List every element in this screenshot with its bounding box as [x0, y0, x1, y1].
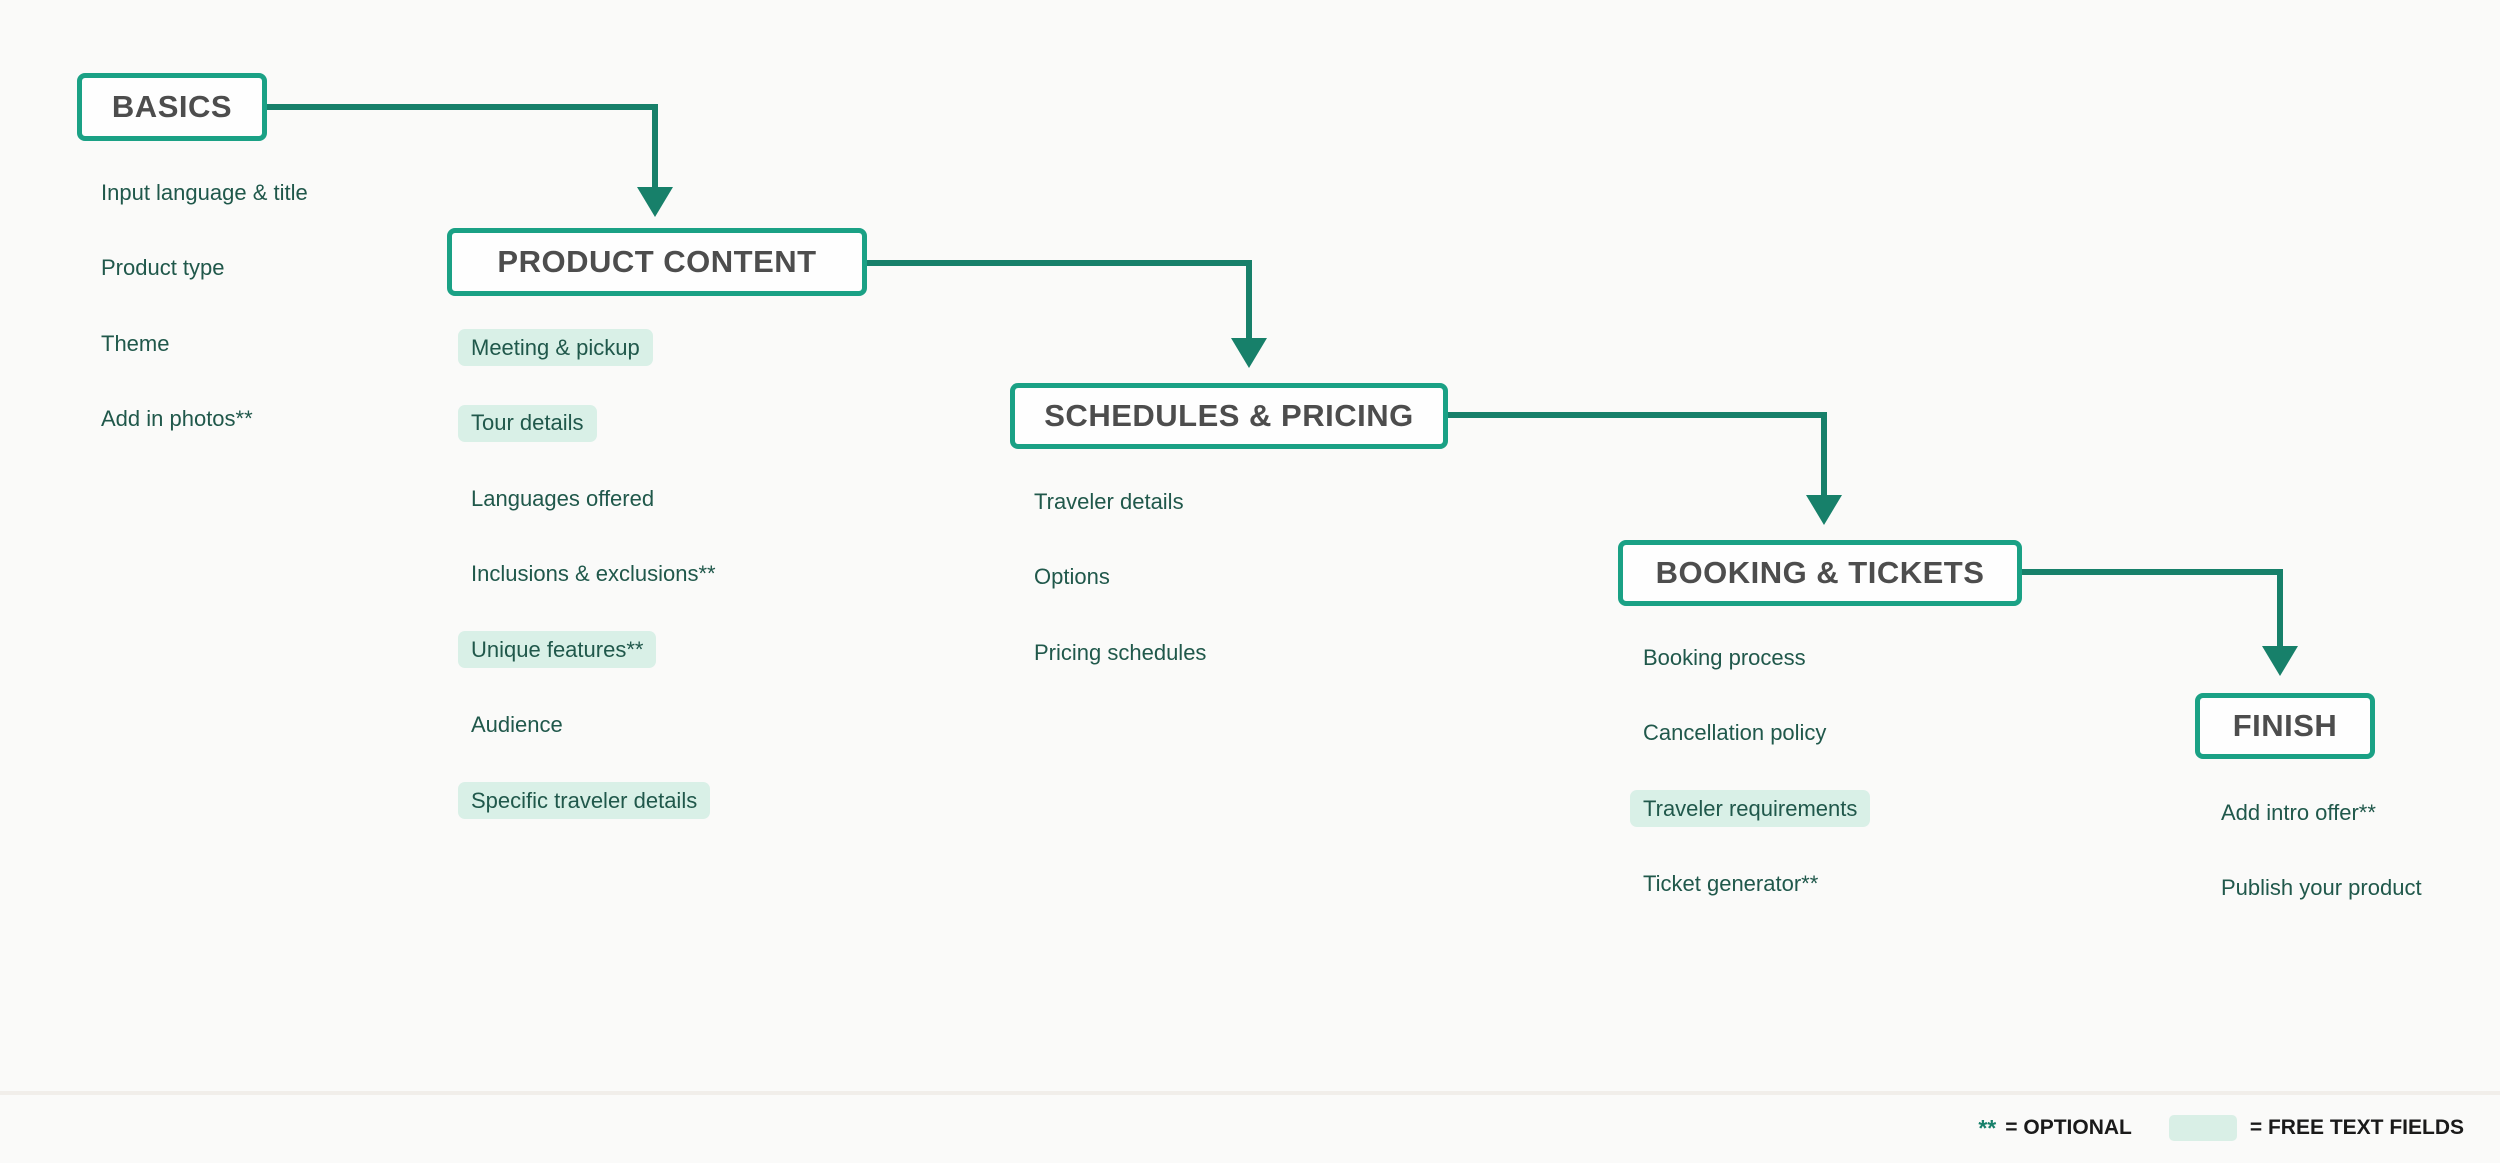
arrow-head: [1231, 338, 1267, 368]
stage-item-free-text: Specific traveler details: [458, 782, 711, 819]
stage-title-product-content: PRODUCT CONTENT: [497, 244, 817, 279]
stage-item: Audience: [471, 712, 563, 737]
stage-item-free-text: Tour details: [458, 404, 597, 442]
stage-item: Theme: [101, 330, 170, 356]
connector-basics-to-product-content: [265, 104, 673, 217]
stage-box-booking-tickets: BOOKING & TICKETS: [1618, 540, 2022, 606]
stage-item: Traveler details: [1034, 488, 1184, 514]
stage-item: Languages offered: [471, 485, 655, 511]
stage-box-product-content: PRODUCT CONTENT: [447, 228, 867, 296]
arrow-head: [2262, 646, 2298, 676]
legend-free-text-label: = FREE TEXT FIELDS: [2249, 1116, 2464, 1139]
stage-items-booking-tickets: Booking process Cancellation policy Trav…: [1630, 639, 1871, 941]
stage-title-booking-tickets: BOOKING & TICKETS: [1655, 555, 1985, 590]
stage-item: Pricing schedules: [1034, 639, 1207, 665]
stage-item: Ticket generator**: [1643, 871, 1819, 896]
stage-title-basics: BASICS: [111, 89, 233, 124]
stage-box-finish: FINISH: [2195, 693, 2375, 759]
legend-free-text-swatch: [2168, 1115, 2237, 1141]
legend-optional-marker: **: [1978, 1114, 1997, 1141]
stage-title-finish: FINISH: [2232, 708, 2338, 743]
stage-item: Options: [1034, 564, 1110, 589]
stage-item: Add in photos**: [101, 406, 253, 431]
footer-divider: [0, 1091, 2500, 1095]
stage-item: Inclusions & exclusions**: [471, 561, 716, 586]
stage-item: Product type: [101, 255, 225, 280]
connector-product-content-to-schedules-pricing: [865, 260, 1267, 368]
stage-item: Booking process: [1643, 644, 1806, 670]
stage-title-schedules-pricing: SCHEDULES & PRICING: [1044, 398, 1414, 433]
connector-booking-tickets-to-finish: [2020, 569, 2298, 676]
legend: ** = OPTIONAL = FREE TEXT FIELDS: [1978, 1104, 2464, 1152]
stage-box-schedules-pricing: SCHEDULES & PRICING: [1010, 383, 1448, 449]
stage-item: Publish your product: [2221, 875, 2422, 900]
stage-item: Cancellation policy: [1643, 720, 1827, 745]
stage-item: Input language & title: [101, 179, 308, 205]
stage-item: Add intro offer**: [2221, 799, 2376, 825]
arrow-head: [1806, 495, 1842, 525]
stage-items-schedules-pricing: Traveler details Options Pricing schedul…: [1021, 483, 1219, 710]
stage-box-basics: BASICS: [77, 73, 267, 141]
legend-optional-label: = OPTIONAL: [2005, 1116, 2132, 1139]
stage-item-free-text: Traveler requirements: [1630, 790, 1871, 827]
stage-item-free-text: Unique features**: [458, 631, 657, 668]
stage-item-free-text: Meeting & pickup: [458, 329, 653, 366]
arrow-head: [637, 187, 673, 217]
connector-schedules-pricing-to-booking-tickets: [1446, 412, 1842, 525]
stage-items-finish: Add intro offer** Publish your product: [2208, 794, 2435, 945]
stage-items-basics: Input language & title Product type Them…: [88, 174, 321, 476]
stage-items-product-content: Meeting & pickup Tour details Languages …: [458, 329, 729, 858]
